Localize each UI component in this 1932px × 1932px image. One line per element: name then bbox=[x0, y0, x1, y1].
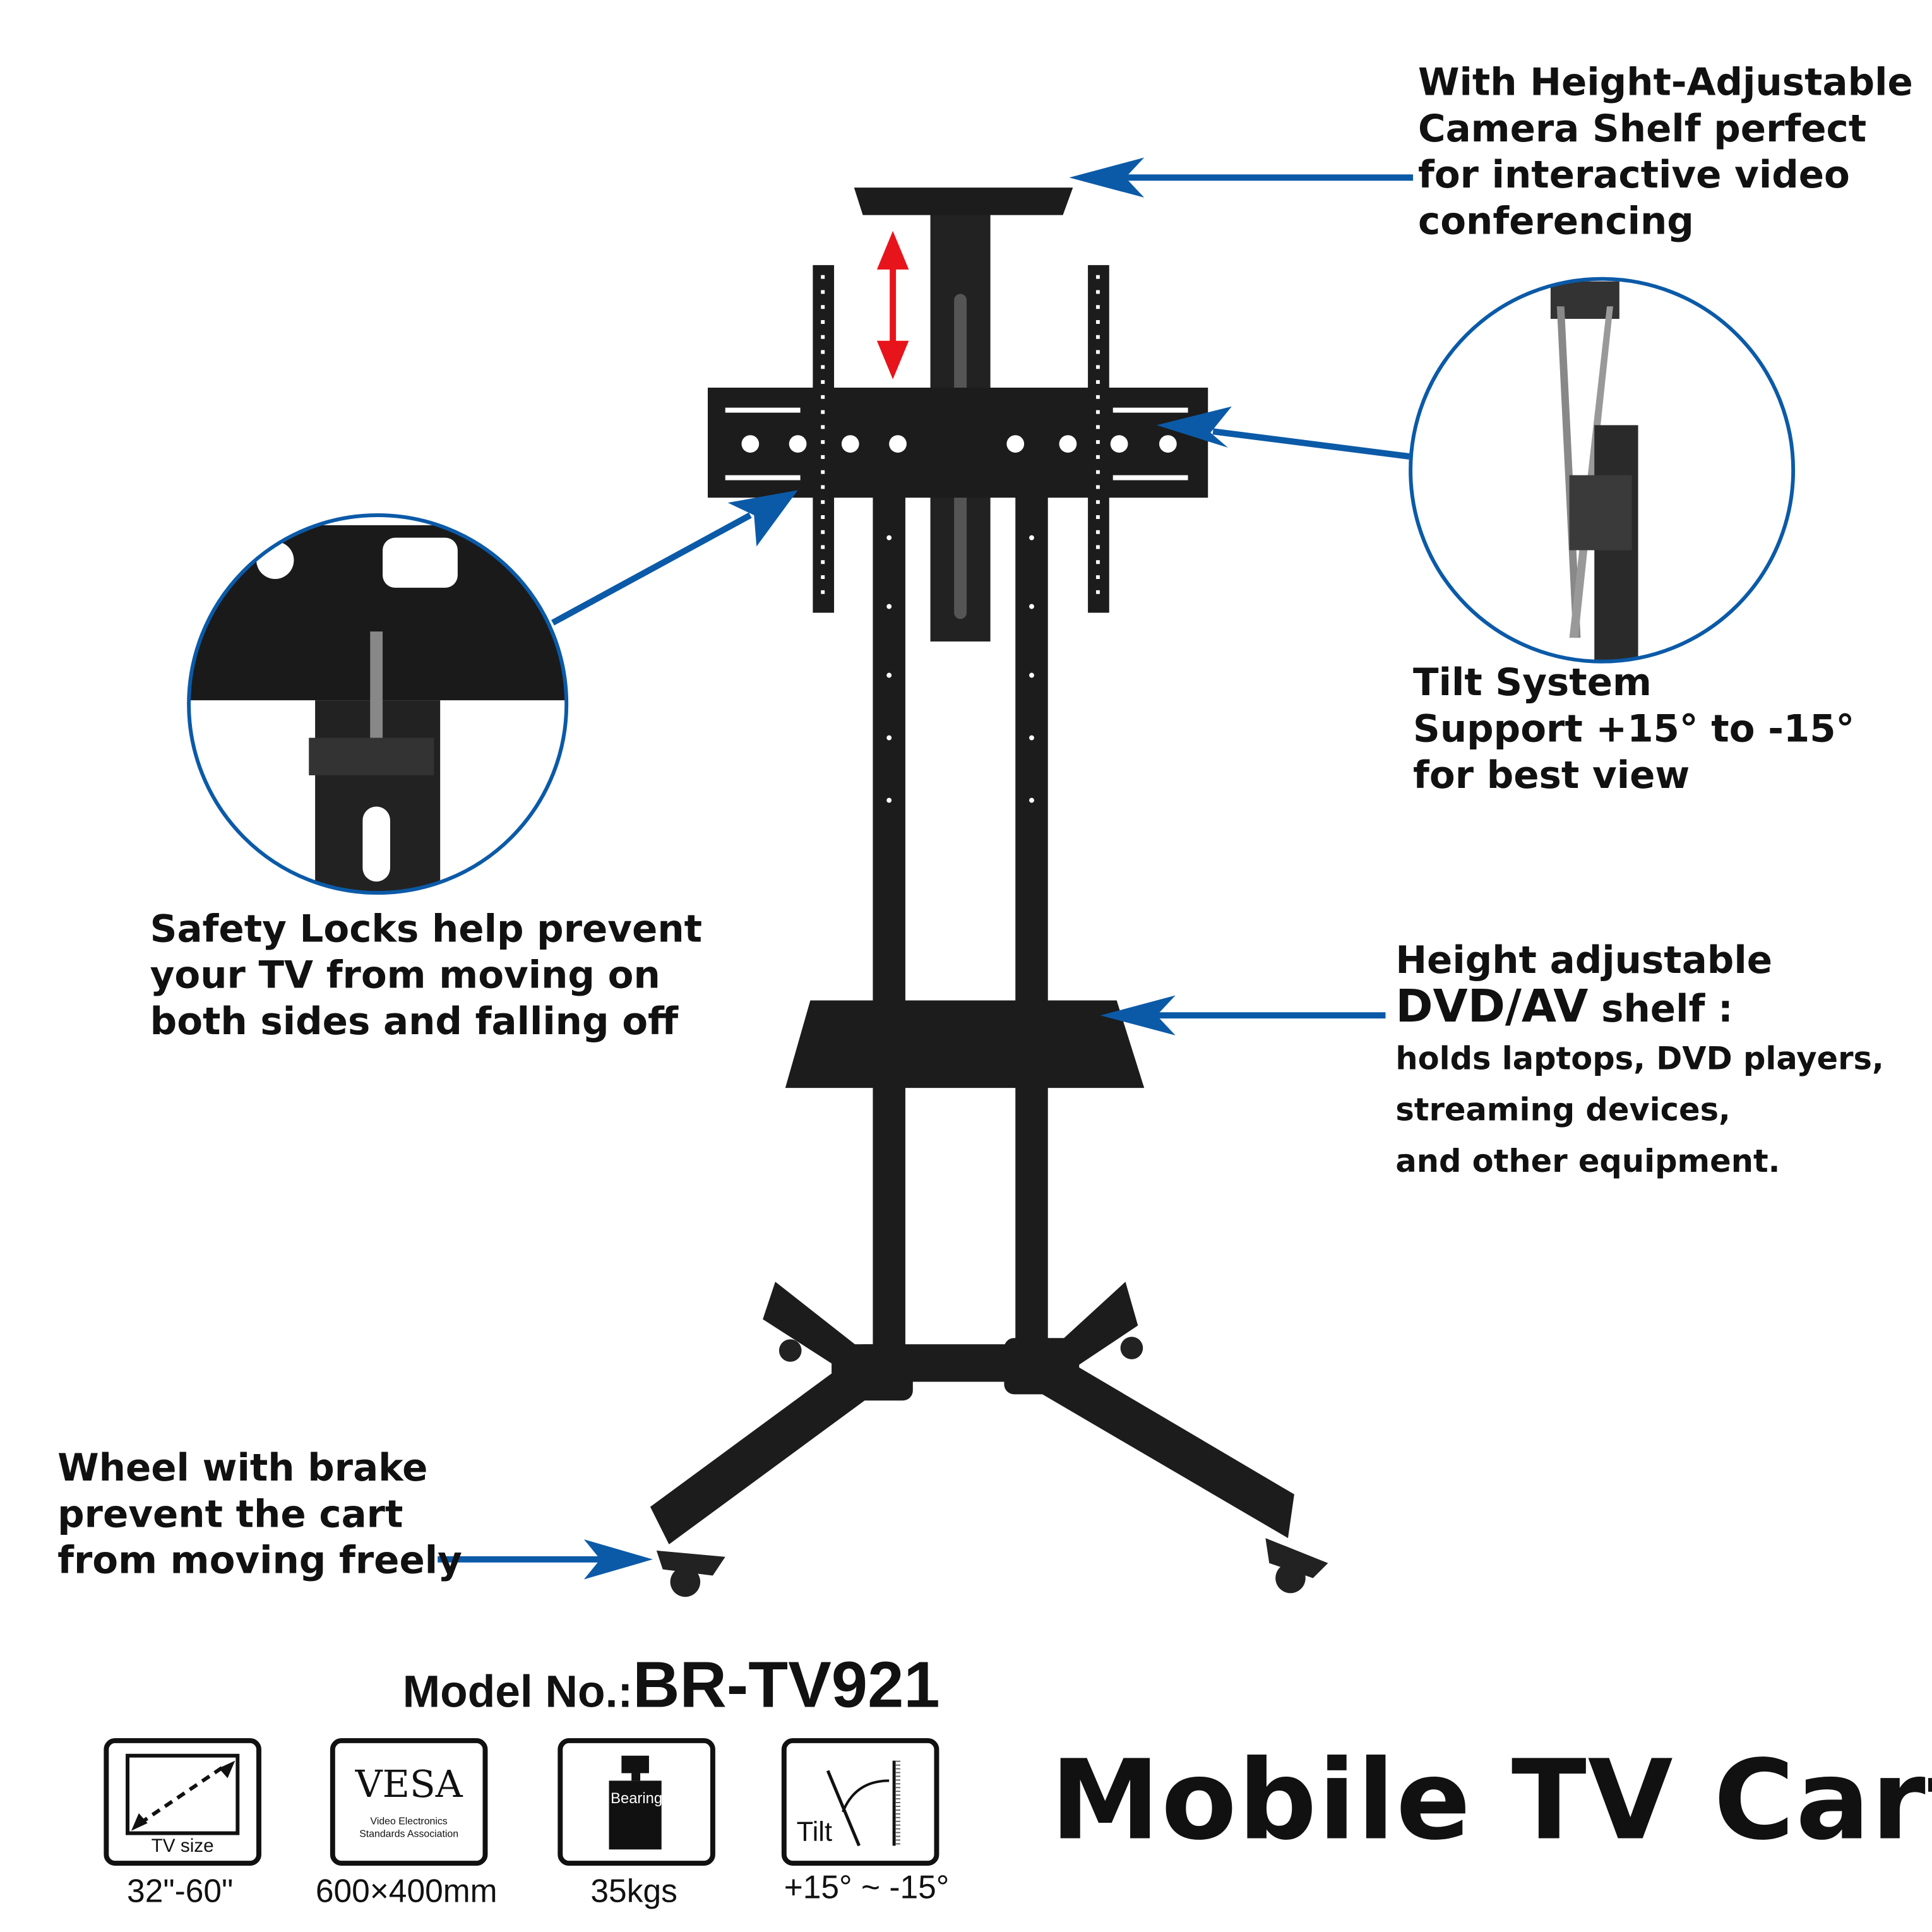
callout-line: Camera Shelf perfect bbox=[1417, 107, 1867, 152]
weight-icon: Bearing bbox=[558, 1738, 715, 1866]
callout-line: for best view bbox=[1413, 754, 1690, 798]
tilt-icon: Tilt bbox=[781, 1738, 939, 1866]
callout-line: Support +15° to -15° bbox=[1413, 708, 1855, 752]
callout-line: streaming devices, bbox=[1395, 1092, 1731, 1128]
left-pole bbox=[873, 494, 905, 1357]
callout-line: Safety Locks help prevent bbox=[150, 907, 703, 952]
av-shelf bbox=[785, 1000, 1145, 1088]
callout-line: from moving freely bbox=[57, 1539, 462, 1583]
camera-shelf bbox=[854, 188, 1073, 215]
callout-line: shelf : bbox=[1588, 987, 1733, 1032]
tv-size-icon: TV size bbox=[104, 1738, 261, 1866]
callout-line: both sides and falling off bbox=[150, 1000, 679, 1044]
shelf-callout: Height adjustable DVD/AV shelf : holds l… bbox=[1395, 938, 1884, 1186]
callout-line: Wheel with brake bbox=[57, 1446, 428, 1491]
wheels bbox=[656, 1337, 1328, 1597]
callout-line: Height adjustable bbox=[1395, 939, 1773, 983]
spec-value-vesa: 600×400mm bbox=[315, 1871, 498, 1910]
callout-line: conferencing bbox=[1417, 200, 1694, 244]
weight-caption: Bearing bbox=[611, 1789, 663, 1807]
callout-arrows bbox=[438, 157, 1414, 1580]
model-value: BR-TV921 bbox=[633, 1649, 940, 1722]
wheel-callout: Wheel with brake prevent the cart from m… bbox=[57, 1446, 462, 1585]
model-number: Model No.:BR-TV921 bbox=[403, 1648, 940, 1723]
callout-line: prevent the cart bbox=[57, 1493, 403, 1537]
tv-size-caption: TV size bbox=[151, 1835, 214, 1857]
callout-line: With Height-Adjustable bbox=[1417, 61, 1913, 105]
callout-line: your TV from moving on bbox=[150, 954, 660, 998]
vesa-caption: VESA bbox=[355, 1763, 463, 1807]
mounting-bar bbox=[708, 387, 1208, 498]
tilt-detail bbox=[1412, 280, 1792, 660]
model-label: Model No.: bbox=[402, 1666, 633, 1717]
spec-value-tv-size: 32"-60" bbox=[127, 1871, 234, 1910]
tilt-callout: Tilt System Support +15° to -15° for bes… bbox=[1413, 660, 1854, 799]
safety-lock-callout: Safety Locks help prevent your TV from m… bbox=[150, 907, 702, 1046]
safety-lock-detail bbox=[190, 516, 566, 892]
product-title: Mobile TV Cart bbox=[1050, 1736, 1932, 1865]
callout-line: and other equipment. bbox=[1395, 1143, 1780, 1179]
height-adjust-arrow bbox=[876, 230, 909, 379]
spec-value-tilt: +15° ~ -15° bbox=[784, 1868, 950, 1906]
camera-shelf-callout: With Height-Adjustable Camera Shelf perf… bbox=[1418, 60, 1913, 245]
cart-base bbox=[650, 1282, 1294, 1545]
tilt-caption: Tilt bbox=[796, 1815, 833, 1847]
callout-line: Tilt System bbox=[1413, 661, 1652, 706]
callout-emphasis: DVD/AV bbox=[1395, 981, 1589, 1033]
vesa-icon: VESA Video Electronics Standards Associa… bbox=[330, 1738, 488, 1866]
callout-line: holds laptops, DVD players, bbox=[1395, 1040, 1884, 1077]
vesa-subcaption: Standards Association bbox=[359, 1828, 459, 1840]
callout-line: for interactive video bbox=[1417, 153, 1850, 198]
vesa-subcaption: Video Electronics bbox=[370, 1815, 448, 1827]
right-pole bbox=[1015, 494, 1048, 1357]
spec-value-weight: 35kgs bbox=[590, 1871, 677, 1910]
